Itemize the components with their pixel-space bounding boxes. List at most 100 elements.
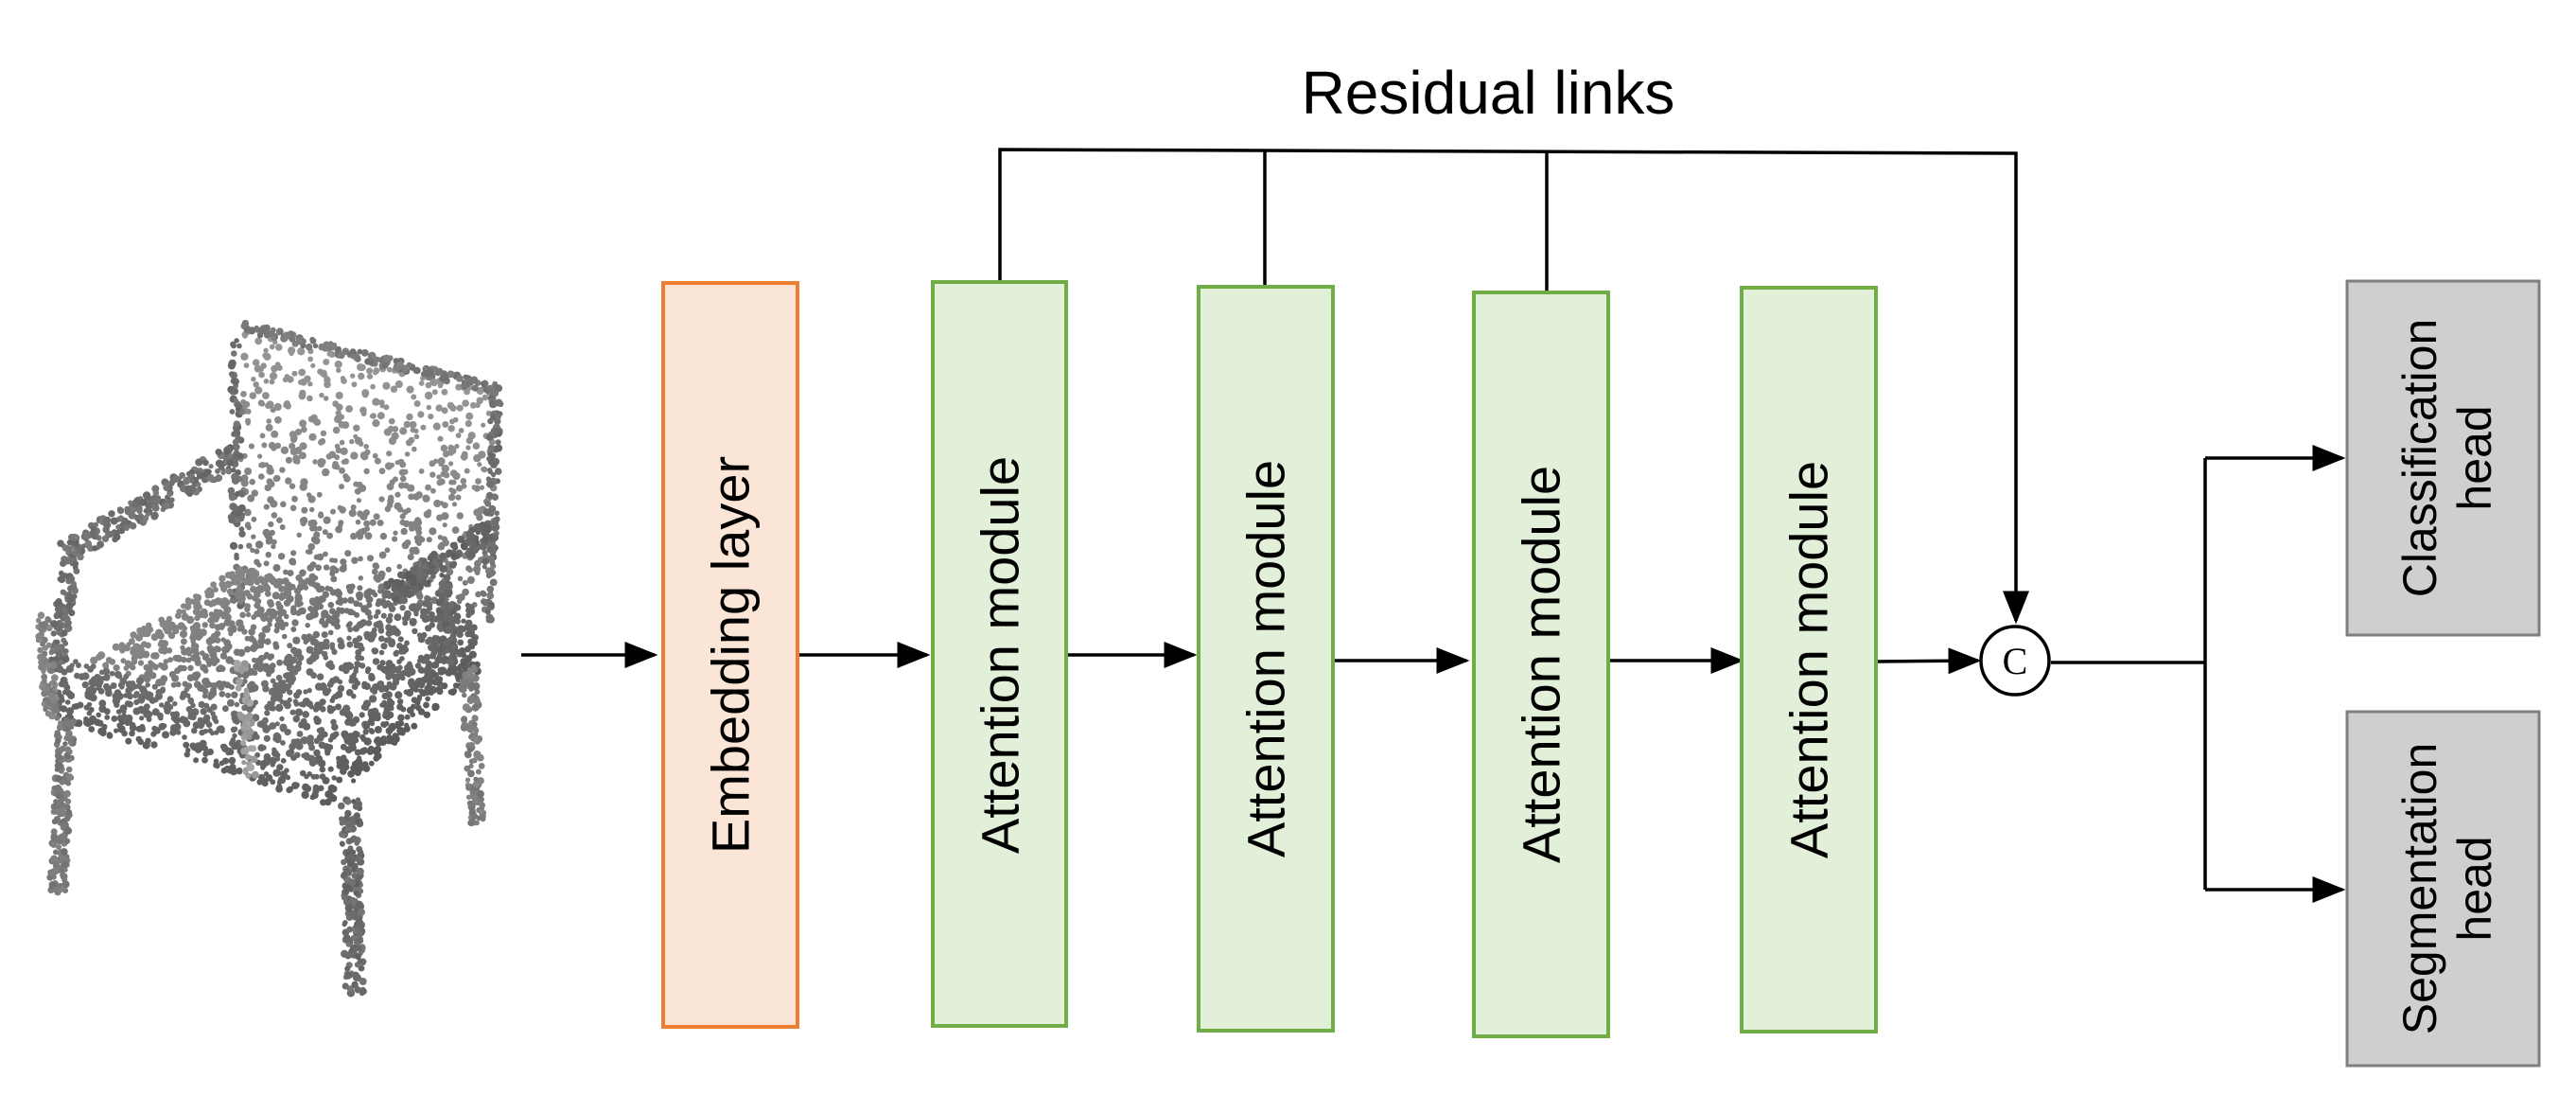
point-cloud-dot	[218, 464, 225, 470]
point-cloud-dot	[67, 576, 75, 584]
point-cloud-dot	[270, 705, 276, 712]
point-cloud-dot	[374, 457, 381, 465]
point-cloud-dot	[494, 510, 499, 516]
point-cloud-dot	[391, 582, 398, 590]
point-cloud-dot	[299, 442, 307, 450]
point-cloud-dot	[446, 582, 452, 588]
point-cloud-dot	[233, 420, 241, 429]
point-cloud-dot	[210, 703, 218, 711]
point-cloud-dot	[225, 468, 233, 475]
concat-symbol: C	[2003, 640, 2028, 682]
point-cloud-dot	[225, 692, 232, 698]
point-cloud-dot	[409, 420, 417, 429]
point-cloud-dot	[431, 661, 440, 669]
point-cloud-dot	[137, 738, 144, 746]
point-cloud-dot	[231, 387, 239, 396]
point-cloud-dot	[110, 682, 117, 689]
point-cloud-dot	[246, 705, 254, 713]
point-cloud-dot	[382, 381, 391, 390]
point-cloud-dot	[173, 723, 182, 731]
point-cloud-dot	[60, 872, 66, 878]
point-cloud-dot	[404, 539, 412, 546]
attn4-to-concat-arrow	[1875, 647, 1982, 675]
point-cloud-dot	[272, 475, 280, 483]
point-cloud-dot	[329, 678, 336, 683]
point-cloud-dot	[374, 726, 382, 733]
point-cloud-dot	[372, 592, 378, 598]
point-cloud-dot	[55, 753, 61, 759]
point-cloud-dot	[104, 715, 111, 720]
point-cloud-dot	[399, 461, 407, 468]
point-cloud-dot	[404, 714, 411, 720]
point-cloud-dot	[298, 577, 304, 584]
point-cloud-dot	[252, 359, 260, 367]
point-cloud-dot	[484, 609, 491, 615]
point-cloud-dot	[342, 458, 350, 465]
point-cloud-dot	[377, 520, 384, 526]
point-cloud-dot	[369, 720, 376, 727]
point-cloud-dot	[149, 672, 157, 680]
point-cloud-dot	[457, 575, 464, 582]
point-cloud-dot	[139, 715, 145, 721]
point-cloud-dot	[437, 435, 444, 442]
point-cloud-dot	[358, 938, 364, 944]
point-cloud-dot	[223, 618, 232, 627]
point-cloud-dot	[166, 647, 173, 654]
point-cloud-dot	[183, 741, 190, 749]
point-cloud-dot	[267, 655, 273, 661]
point-cloud-dot	[243, 327, 251, 334]
point-cloud-dot	[339, 506, 346, 514]
point-cloud-dot	[337, 596, 343, 602]
point-cloud-dot	[230, 738, 236, 744]
point-cloud-dot	[307, 734, 315, 742]
point-cloud-dot	[279, 524, 286, 530]
point-cloud-dot	[96, 535, 102, 541]
point-cloud-dot	[272, 641, 279, 647]
point-cloud-dot	[215, 468, 220, 474]
point-cloud-dot	[220, 767, 228, 774]
point-cloud-dot	[354, 661, 360, 667]
point-cloud-dot	[249, 478, 256, 486]
point-cloud-dot	[372, 419, 380, 428]
point-cloud-dot	[281, 577, 289, 585]
point-cloud-dot	[283, 569, 289, 575]
point-cloud-dot	[284, 588, 291, 596]
point-cloud-dot	[494, 468, 502, 475]
point-cloud-dot	[439, 573, 445, 578]
point-cloud-dot	[277, 609, 285, 617]
point-cloud-dot	[413, 494, 420, 501]
point-cloud-dot	[467, 769, 475, 778]
point-cloud-dot	[65, 725, 71, 732]
point-cloud-dot	[287, 786, 294, 793]
point-cloud-dot	[417, 411, 425, 418]
point-cloud-dot	[344, 826, 353, 834]
point-cloud-dot	[360, 605, 369, 613]
point-cloud-dot	[270, 662, 276, 669]
point-cloud-dot	[381, 699, 388, 706]
point-cloud-dot	[312, 459, 318, 465]
point-cloud-dot	[294, 593, 303, 602]
point-cloud-dot	[491, 524, 499, 532]
point-cloud-dot	[167, 657, 173, 663]
point-cloud-dot	[103, 708, 111, 715]
point-cloud-dot	[439, 552, 447, 560]
point-cloud-dot	[274, 415, 282, 424]
point-cloud-dot	[320, 430, 327, 436]
point-cloud-dot	[85, 543, 91, 549]
point-cloud-dot	[45, 625, 53, 632]
point-cloud-dot	[475, 478, 482, 485]
point-cloud-dot	[150, 741, 158, 749]
point-cloud-dot	[314, 682, 324, 691]
point-cloud-dot	[223, 447, 231, 454]
point-cloud-dot	[50, 674, 59, 682]
point-cloud-dot	[293, 664, 302, 672]
point-cloud-dot	[181, 612, 189, 621]
point-cloud-dot	[153, 496, 161, 503]
point-cloud-dot	[202, 459, 209, 467]
point-cloud-dot	[419, 537, 426, 543]
point-cloud-dot	[115, 524, 121, 530]
point-cloud-dot	[351, 381, 358, 388]
point-cloud-dot	[166, 626, 173, 632]
point-cloud-dot	[329, 785, 338, 793]
point-cloud-dot	[382, 362, 389, 369]
